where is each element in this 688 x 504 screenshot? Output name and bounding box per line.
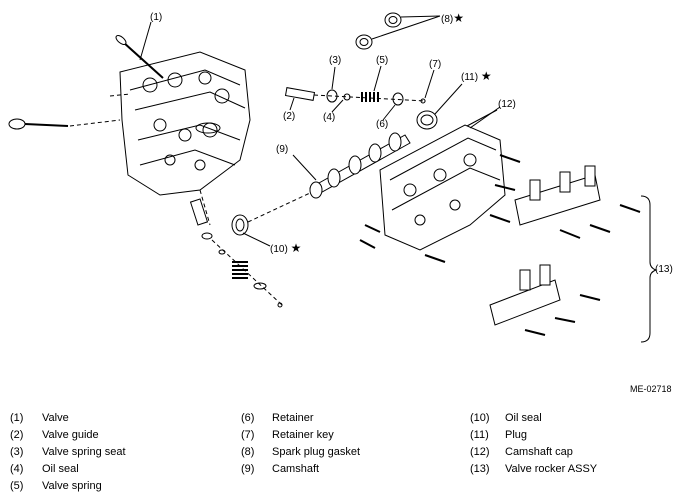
legend-label: Valve [42, 412, 69, 424]
legend-label: Valve rocker ASSY [505, 463, 598, 475]
legend-label: Retainer [272, 412, 314, 424]
callout-13: (13) [655, 264, 673, 275]
callout-12: (12) [498, 99, 516, 110]
legend-number: (10) [470, 412, 490, 424]
callout-10: (10) ★ [270, 241, 302, 255]
legend-label: Plug [505, 429, 528, 441]
exploded-view-diagram [8, 12, 658, 343]
legend-item: (10) Oil seal [470, 412, 680, 428]
legend-item: (11) Plug [470, 429, 680, 445]
legend-number: (9) [241, 463, 255, 475]
cylinder-head-illustration [109, 51, 251, 196]
legend-item: (5) Valve spring [10, 480, 210, 496]
legend-number: (13) [470, 463, 490, 475]
valve-rocker-upper-part [514, 165, 641, 239]
legend-item: (1) Valve [10, 412, 210, 428]
callout-11: (11) ★ [461, 69, 492, 83]
legend-number: (2) [10, 429, 24, 441]
legend-label: Spark plug gasket [272, 446, 361, 458]
legend-number: (3) [10, 446, 24, 458]
legend-label: Oil seal [42, 463, 79, 475]
legend-label: Valve guide [42, 429, 99, 441]
callout-11-number: (11) [461, 72, 479, 83]
legend-number: (12) [470, 446, 490, 458]
legend-number: (5) [10, 480, 24, 492]
legend-item: (6) Retainer [241, 412, 441, 428]
legend-label: Valve spring [42, 480, 102, 492]
legend-item: (4) Oil seal [10, 463, 210, 479]
dipstick-part [8, 118, 121, 130]
legend-number: (7) [241, 429, 255, 441]
valve-stack-lower [189, 189, 283, 308]
figure-code: ME-02718 [630, 384, 672, 394]
legend-number: (6) [241, 412, 255, 424]
legend-item: (9) Camshaft [241, 463, 441, 479]
legend-item: (7) Retainer key [241, 429, 441, 445]
callout-5: (5) [376, 55, 389, 66]
legend-number: (1) [10, 412, 24, 424]
legend-item: (2) Valve guide [10, 429, 210, 445]
star-icon: ★ [453, 11, 464, 25]
plug-part [416, 83, 463, 130]
legend-number: (11) [470, 429, 489, 441]
legend-label: Camshaft [272, 463, 320, 475]
camshaft-part [292, 132, 411, 199]
camshaft-cap-leader [469, 106, 501, 129]
star-icon: ★ [290, 241, 302, 255]
oil-seal-part [231, 192, 311, 247]
legend-label: Retainer key [272, 429, 334, 441]
rocker-bracket [640, 195, 658, 343]
callout-4: (4) [323, 112, 336, 123]
callout-1: (1) [150, 12, 163, 23]
legend-label: Valve spring seat [42, 446, 126, 458]
legend-number: (4) [10, 463, 24, 475]
callout-2: (2) [283, 111, 296, 122]
callout-3: (3) [329, 55, 342, 66]
valve-parts-row [284, 87, 427, 106]
legend-label: Oil seal [505, 412, 542, 424]
legend-item: (8) Spark plug gasket [241, 446, 441, 462]
legend-label: Camshaft cap [505, 446, 573, 458]
valve-part [115, 21, 164, 79]
legend-item: (3) Valve spring seat [10, 446, 210, 462]
callout-7: (7) [429, 59, 442, 70]
callout-8-number: (8) [441, 14, 454, 25]
spark-plug-gasket-part [355, 12, 441, 50]
star-icon: ★ [480, 69, 492, 83]
legend-item: (13) Valve rocker ASSY [470, 463, 680, 479]
legend-number: (8) [241, 446, 255, 458]
valve-rocker-lower-part [489, 264, 601, 336]
callout-9: (9) [276, 144, 289, 155]
legend-item: (12) Camshaft cap [470, 446, 680, 462]
callout-6: (6) [376, 119, 389, 130]
callout-10-number: (10) [270, 244, 288, 255]
callout-8: (8)★ [441, 11, 464, 25]
